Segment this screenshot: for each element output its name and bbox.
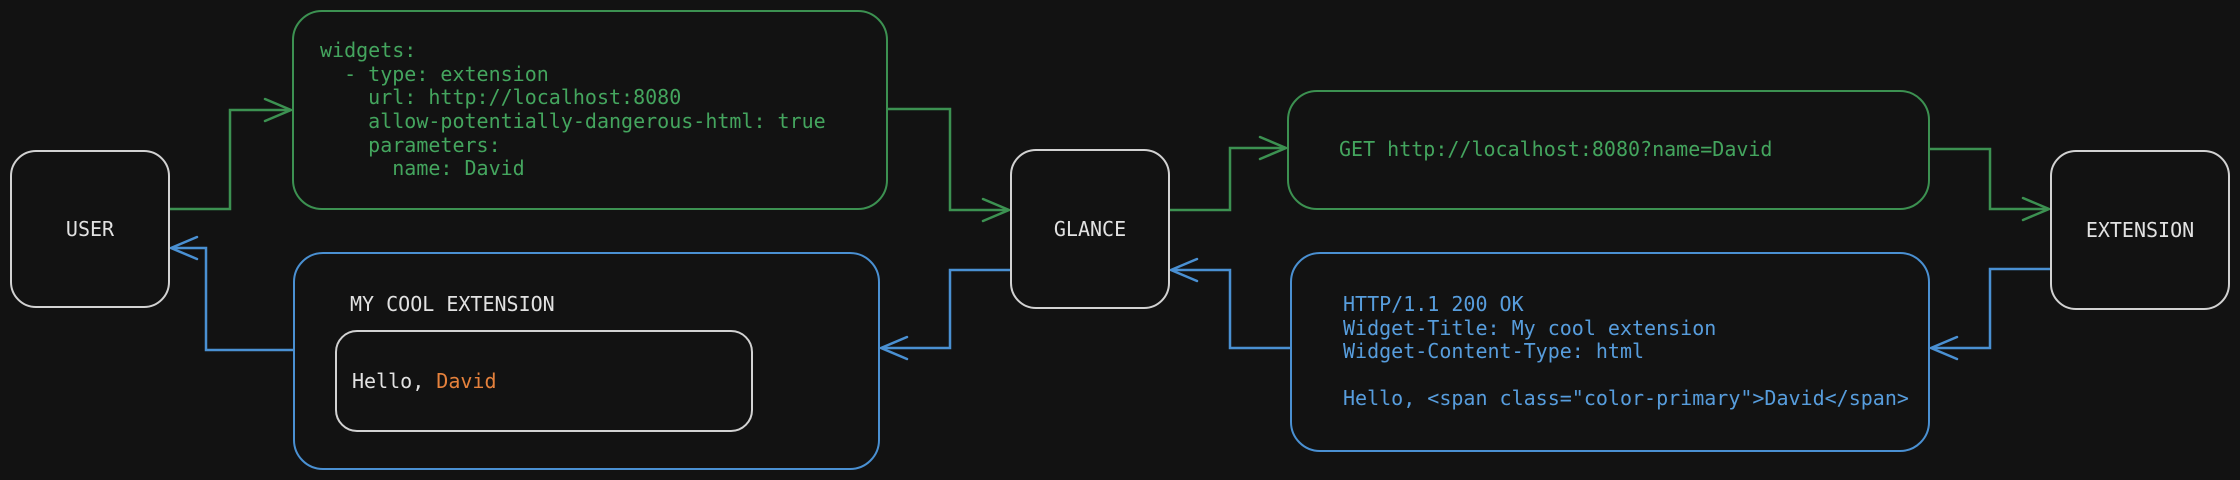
response-line: HTTP/1.1 200 OK — [1343, 292, 1524, 317]
response-line: Widget-Title: My cool extension — [1343, 315, 1717, 340]
greeting-prefix: Hello, — [352, 369, 437, 393]
config-line: - type: extension — [320, 61, 549, 86]
rendered-widget-box: MY COOL EXTENSION Hello, David — [293, 252, 880, 470]
greeting-name: David — [436, 369, 497, 393]
http-response-box: HTTP/1.1 200 OK Widget-Title: My cool ex… — [1290, 252, 1930, 452]
config-line: url: http://localhost:8080 — [320, 85, 682, 110]
arrow-widget-to-user — [167, 235, 295, 352]
arrow-request-to-extension — [1928, 147, 2053, 222]
config-line: parameters: — [320, 132, 501, 157]
config-line: widgets: — [320, 38, 417, 63]
http-request-box: GET http://localhost:8080?name=David — [1287, 90, 1930, 210]
http-request-line: GET http://localhost:8080?name=David — [1339, 137, 1773, 162]
widget-title: MY COOL EXTENSION — [350, 292, 555, 316]
node-extension: EXTENSION — [2050, 150, 2230, 310]
config-line: allow-potentially-dangerous-html: true — [320, 109, 826, 133]
arrow-user-to-config — [168, 97, 295, 211]
arrow-glance-to-request — [1168, 135, 1290, 212]
node-glance-label: GLANCE — [1053, 217, 1127, 241]
node-glance: GLANCE — [1010, 149, 1170, 309]
arrow-response-to-glance — [1167, 257, 1292, 350]
node-extension-label: EXTENSION — [2085, 218, 2195, 242]
response-line — [1343, 364, 1928, 388]
node-user-label: USER — [65, 217, 115, 241]
arrow-glance-to-widget — [877, 268, 1012, 361]
arrow-extension-to-response — [1927, 267, 2052, 361]
node-user: USER — [10, 150, 170, 308]
config-line: name: David — [320, 156, 525, 181]
response-line: Widget-Content-Type: html — [1343, 339, 1645, 364]
config-yaml-box: widgets: - type: extension url: http://l… — [292, 10, 888, 210]
arrow-config-to-glance — [886, 107, 1013, 223]
widget-greeting-box: Hello, David — [335, 330, 753, 432]
response-line: Hello, <span class="color-primary">David… — [1343, 386, 1909, 411]
